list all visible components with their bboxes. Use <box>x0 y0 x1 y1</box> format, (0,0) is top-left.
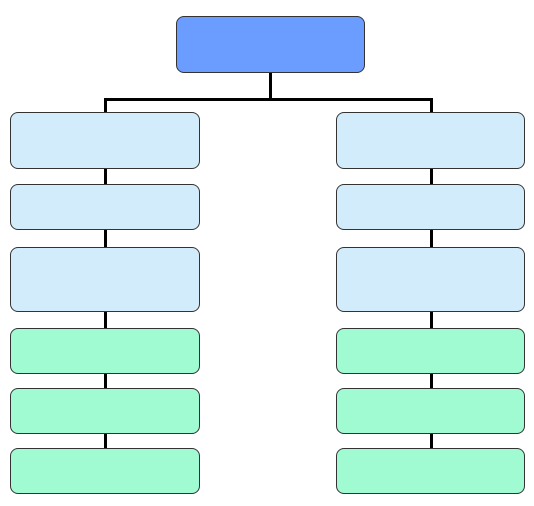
left-node-5 <box>10 388 200 434</box>
left-node-1 <box>10 112 200 169</box>
left-link-connector <box>104 229 107 247</box>
right-link-connector <box>430 433 433 448</box>
left-drop-connector <box>104 98 107 112</box>
right-link-connector <box>430 311 433 328</box>
right-drop-connector <box>430 98 433 112</box>
right-link-connector <box>430 229 433 247</box>
root-stem-connector <box>269 72 272 100</box>
right-node-1 <box>336 112 525 169</box>
right-node-6 <box>336 448 525 494</box>
right-link-connector <box>430 373 433 388</box>
right-node-3 <box>336 247 525 312</box>
left-node-6 <box>10 448 200 494</box>
left-link-connector <box>104 311 107 328</box>
right-node-4 <box>336 328 525 374</box>
left-link-connector <box>104 433 107 448</box>
horizontal-bus-connector <box>104 98 433 101</box>
left-node-3 <box>10 247 200 312</box>
left-link-connector <box>104 373 107 388</box>
right-node-5 <box>336 388 525 434</box>
left-link-connector <box>104 168 107 184</box>
right-link-connector <box>430 168 433 184</box>
left-node-2 <box>10 184 200 230</box>
left-node-4 <box>10 328 200 374</box>
root-node <box>176 16 365 73</box>
right-node-2 <box>336 184 525 230</box>
